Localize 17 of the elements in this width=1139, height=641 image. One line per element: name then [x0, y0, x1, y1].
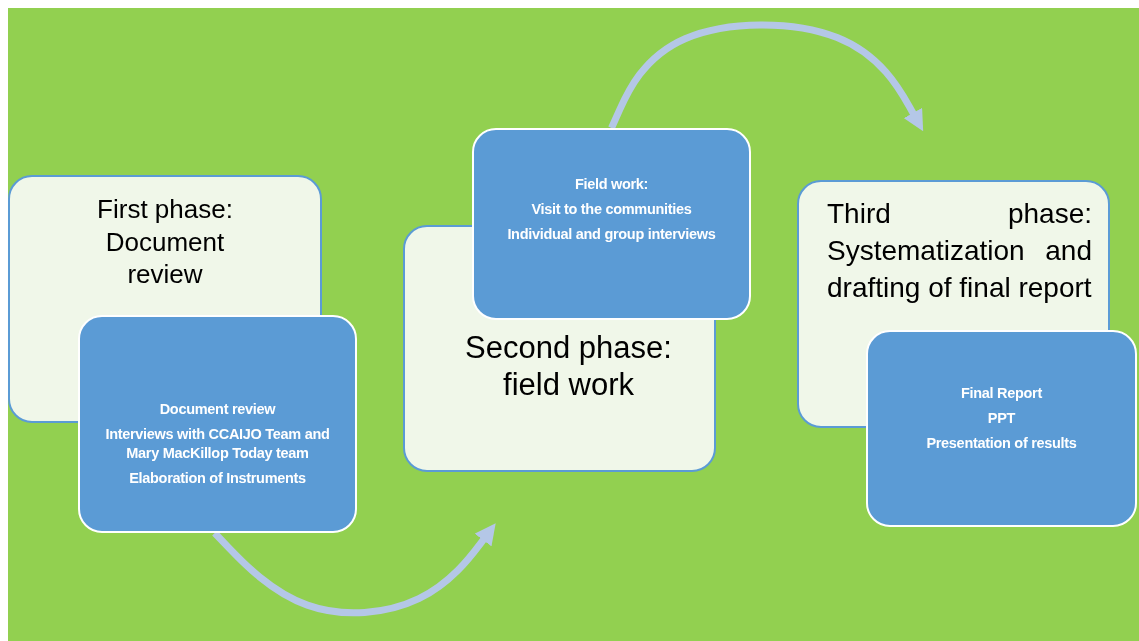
activity-text: Interviews with CCAIJO Team and Mary MacKillop Today team [104, 425, 331, 463]
activity-text: Individual and group interviews [506, 224, 717, 244]
phase-heading: Third phase: Systematization and drafting of final report [827, 197, 1092, 305]
activity-text: Presentation of results [925, 433, 1078, 453]
activity-card [472, 128, 751, 320]
activity-card [78, 315, 357, 533]
activity-text: Field work: [573, 175, 650, 194]
activity-text: Elaboration of Instruments [128, 468, 307, 488]
curved-arrow [212, 523, 496, 617]
phase-heading: First phase: Document review [96, 193, 234, 291]
activity-text: PPT [986, 409, 1017, 428]
activity-text: Visit to the communities [530, 199, 693, 219]
activity-text: Document review [158, 400, 277, 420]
phase-heading: Second phase: field work [464, 329, 673, 404]
curved-arrow [608, 21, 924, 132]
activity-text: Final Report [960, 384, 1043, 404]
activity-card [866, 330, 1137, 527]
